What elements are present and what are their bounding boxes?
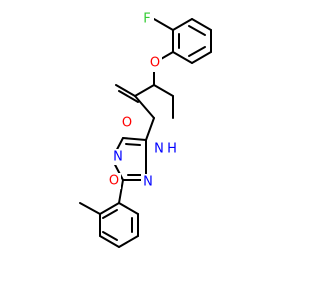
atom-labels: F O O N H N O N — [107, 11, 179, 190]
bond — [188, 25, 206, 36]
amide-nitrogen-label: N — [154, 142, 164, 157]
bond — [134, 84, 155, 97]
ring-nitrogen-top-label: N — [113, 150, 123, 165]
bond — [118, 179, 124, 204]
bond — [99, 202, 120, 215]
bond — [153, 18, 174, 31]
bond — [172, 51, 193, 64]
bonds — [79, 18, 212, 248]
amide-hydrogen-label: H — [167, 142, 177, 157]
bond — [102, 209, 118, 219]
bond — [191, 18, 212, 31]
bond — [172, 18, 193, 31]
bond — [122, 137, 147, 141]
bond — [134, 95, 155, 119]
fluorine-atom-label: F — [143, 12, 150, 27]
molecule-structure-diagram: F O O N H N O N — [79, 11, 212, 248]
bond — [118, 235, 139, 248]
carbonyl-oxygen-label: O — [122, 116, 132, 131]
bond — [145, 117, 155, 141]
bond — [118, 202, 139, 215]
ring-oxygen-label: O — [109, 174, 119, 189]
bond — [99, 235, 120, 248]
bond — [191, 51, 212, 64]
bond — [102, 231, 118, 241]
bond — [188, 46, 206, 57]
bond — [115, 84, 136, 97]
ring-nitrogen-right-label: N — [143, 175, 153, 190]
molecule-svg: F O O N H N O N — [79, 11, 212, 248]
bond — [153, 84, 174, 97]
ether-oxygen-label: O — [150, 56, 160, 71]
bond — [125, 143, 141, 146]
bond — [118, 90, 139, 103]
bond — [79, 202, 101, 215]
